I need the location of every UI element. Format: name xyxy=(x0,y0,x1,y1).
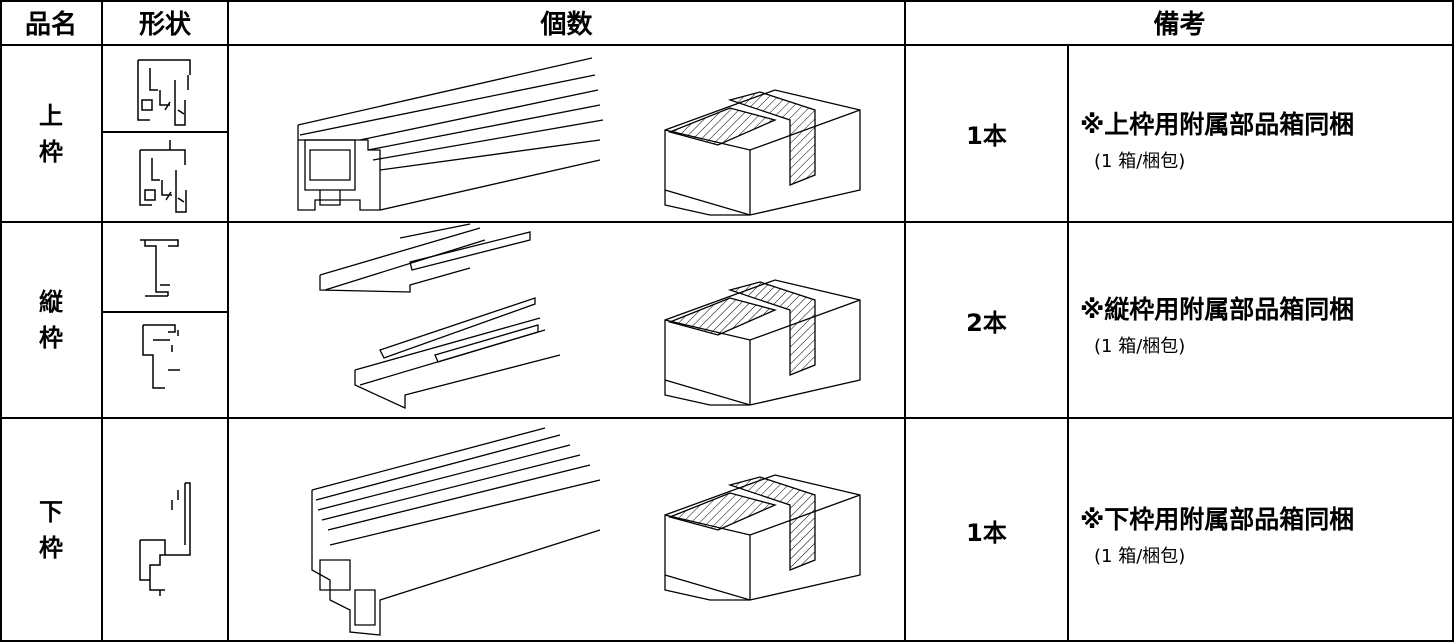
name-line1: 上 xyxy=(39,101,63,130)
row-side-frame-count: 2本 xyxy=(966,308,1007,337)
name-line2: 枠 xyxy=(39,324,63,352)
row-side-frame-note: ※縦枠用附属部品箱同梱 (1 箱/梱包) xyxy=(1080,290,1354,358)
top-frame-profile-icon xyxy=(137,59,191,126)
bottom-frame-extrusion-illustration xyxy=(311,427,601,636)
name-line1: 縦 xyxy=(39,288,63,316)
header-count: 個数 xyxy=(540,10,593,40)
side-frame-profile-icon xyxy=(140,239,179,297)
row-bottom-frame-note: ※下枠用附属部品箱同梱 (1 箱/梱包) xyxy=(1080,500,1354,568)
side-frame-profile-icon xyxy=(142,324,180,389)
packaging-box-icon xyxy=(664,279,861,406)
header-name: 品名 xyxy=(24,10,77,40)
packaging-box-icon xyxy=(664,89,861,216)
row-top-frame-count: 1本 xyxy=(966,122,1007,150)
note-main: ※下枠用附属部品箱同梱 xyxy=(1080,505,1355,534)
top-frame-extrusion-illustration xyxy=(297,57,604,211)
name-line2: 枠 xyxy=(39,137,63,166)
row-top-frame-note: ※上枠用附属部品箱同梱 (1 箱/梱包) xyxy=(1080,105,1354,173)
packaging-box-icon xyxy=(664,474,861,601)
note-sub: (1 箱/梱包) xyxy=(1094,546,1186,567)
header-shape: 形状 xyxy=(138,10,191,40)
row-side-frame-name: 縦 枠 xyxy=(0,222,102,418)
name-line1: 下 xyxy=(39,498,63,526)
row-bottom-frame-name: 下 枠 xyxy=(0,418,102,642)
row-top-frame-name: 上 枠 xyxy=(0,45,102,222)
note-sub: (1 箱/梱包) xyxy=(1094,151,1186,172)
row-bottom-frame-count: 1本 xyxy=(966,518,1007,547)
note-sub: (1 箱/梱包) xyxy=(1094,336,1186,357)
top-frame-profile-icon xyxy=(139,140,187,213)
header-remarks: 備考 xyxy=(1153,10,1206,40)
bottom-frame-profile-icon xyxy=(139,482,191,596)
note-main: ※上枠用附属部品箱同梱 xyxy=(1080,110,1355,139)
note-main: ※縦枠用附属部品箱同梱 xyxy=(1080,295,1355,324)
side-frame-extrusion-illustration xyxy=(319,223,561,410)
name-line2: 枠 xyxy=(39,534,63,562)
